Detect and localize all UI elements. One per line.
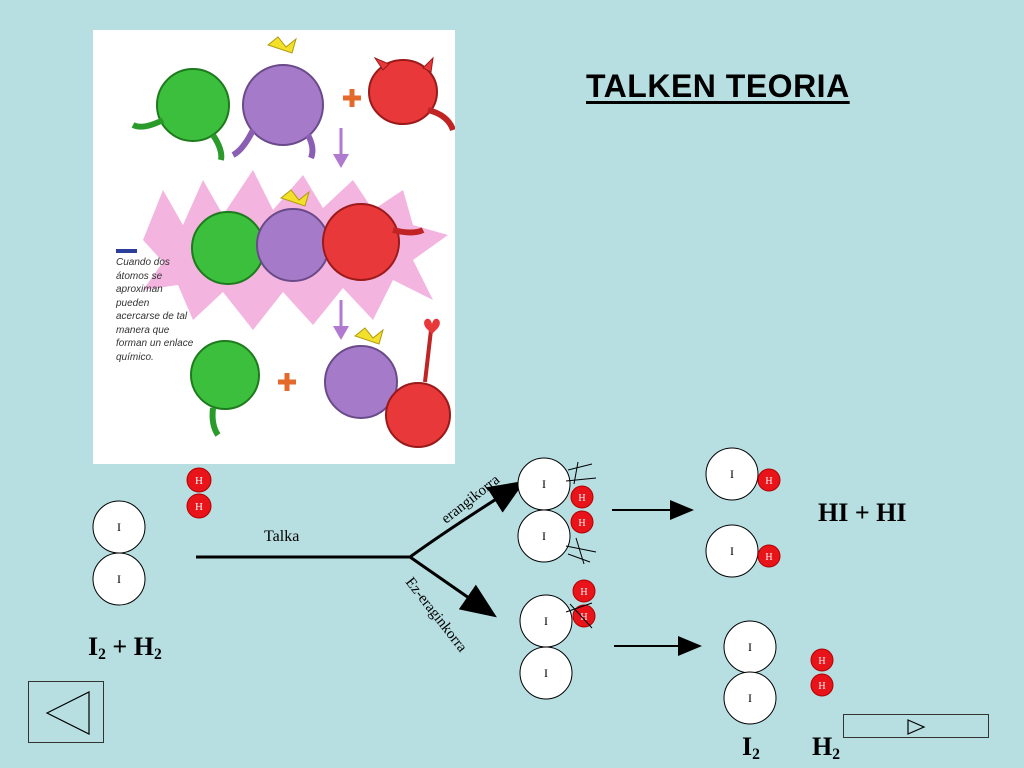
atom-label-h: H [195,475,203,487]
illustration-caption: Cuando dos átomos se aproximan pueden ac… [116,257,194,363]
triangle-left-icon [45,691,90,735]
ineffective-collision-complex: I I H H [519,579,596,700]
atom-label-i: I [544,666,548,680]
atom-label-i: I [117,520,121,534]
reactants-equation: I2 + H2 [88,632,162,663]
atom-label-i: I [544,614,548,628]
atom-label-i: I [748,691,752,705]
caption-bar [116,249,137,253]
effective-products-equation: HI + HI [818,498,907,527]
product-i2-molecule: I I [723,620,777,725]
atoms-cartoon-image [131,36,455,448]
atom-label-h: H [578,493,585,504]
effective-activated-complex: I I H H [517,457,597,565]
back-button[interactable] [28,681,104,743]
reactant-h2-molecule: H H [186,467,212,519]
atom-label-h: H [195,501,203,513]
product-hi-molecule: I H [705,524,781,578]
atom-label-i: I [730,467,734,481]
ineffective-collision-label: Ez-eraginkorra [402,575,470,656]
triangle-right-icon [907,719,926,735]
ineffective-product-i2: I2 [742,732,760,763]
atom-label-i: I [542,477,546,491]
atom-label-h: H [580,612,587,623]
collision-label: Talka [264,528,299,545]
slide-title: TALKEN TEORIA [586,68,850,104]
ineffective-branch-arrow [409,555,497,618]
atom-label-h: H [765,552,772,563]
reactant-i2-molecule: I I [92,500,146,606]
atom-label-h: H [818,656,825,667]
forward-button[interactable] [843,714,989,738]
atom-label-i: I [117,572,121,586]
atom-label-h: H [818,681,825,692]
atom-label-i: I [730,544,734,558]
product-hi-molecule: I H [705,447,781,501]
atom-label-h: H [578,518,585,529]
ineffective-product-h2: H2 [812,732,841,763]
product-h2-molecule: H H [810,648,834,697]
effective-branch-arrow [409,480,526,559]
atom-label-h: H [580,587,587,598]
atom-label-i: I [542,529,546,543]
atom-label-i: I [748,640,752,654]
cartoon-illustration: Cuando dos átomos se aproximan pueden ac… [93,30,455,464]
atom-label-h: H [765,476,772,487]
